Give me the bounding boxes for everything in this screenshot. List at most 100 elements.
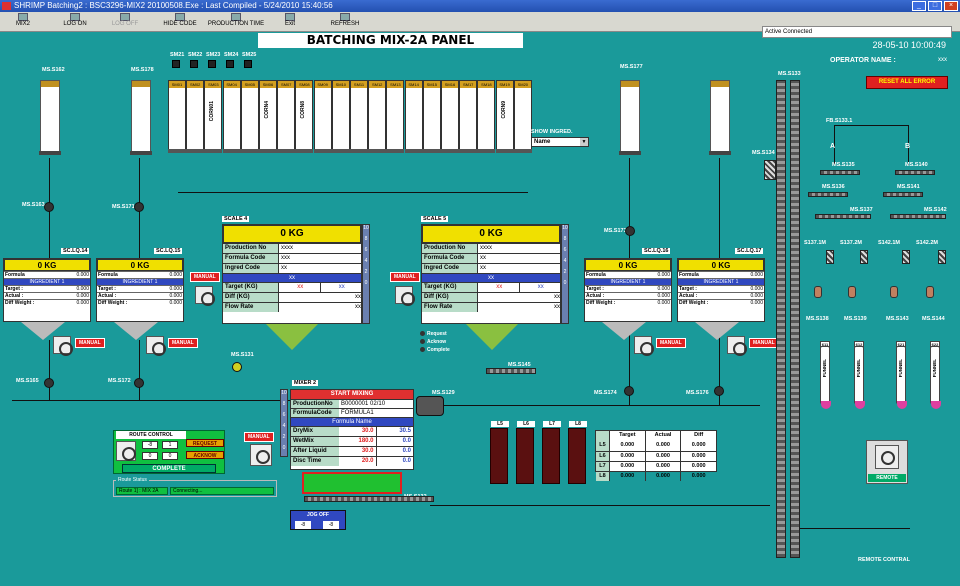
s5m-manual-button[interactable]: MANUAL xyxy=(390,272,420,282)
mixer-hand-switch[interactable] xyxy=(250,444,272,466)
remote-button[interactable]: REMOTE xyxy=(868,474,906,482)
s5m-hand-switch[interactable] xyxy=(395,286,415,306)
bin-content: CORN4 xyxy=(264,101,270,119)
sc17-hand-switch[interactable] xyxy=(727,336,747,356)
feeder-label: SM22 xyxy=(188,52,203,58)
sc17-hopper xyxy=(695,322,739,340)
sc17-manual-button[interactable]: MANUAL xyxy=(749,338,779,348)
mixer-motor-icon xyxy=(416,396,444,416)
gauge-tick: 2 xyxy=(282,434,286,440)
motor-label: S142.1M xyxy=(878,240,901,246)
route-field[interactable]: 1 xyxy=(162,441,178,449)
jog-off-button[interactable]: JOG OFF xyxy=(291,511,345,520)
refresh-icon xyxy=(340,13,350,21)
page-title: BATCHING MIX-2A PANEL xyxy=(258,33,523,48)
request-indicator-icon xyxy=(420,331,425,337)
show-ingred-select[interactable]: Name▼ xyxy=(531,137,589,147)
sc15-manual-button[interactable]: MANUAL xyxy=(168,338,198,348)
valve-icon[interactable] xyxy=(625,226,635,236)
sc16-hand-switch[interactable] xyxy=(634,336,654,356)
gauge-tick: 6 xyxy=(563,247,567,253)
complete-indicator-icon xyxy=(420,347,425,353)
toolbar-refresh-button[interactable]: REFRESH xyxy=(325,13,365,31)
valve-icon[interactable] xyxy=(44,202,54,212)
sc15-hand-switch[interactable] xyxy=(146,336,166,356)
start-mixing-status: START MIXING xyxy=(291,390,413,399)
sc16-hopper xyxy=(602,322,646,340)
s4m-hand-switch[interactable] xyxy=(195,286,215,306)
maximize-icon[interactable]: □ xyxy=(928,1,942,11)
bin-content: CORN01 xyxy=(209,101,216,122)
label-s138: MS.S138 xyxy=(806,316,829,322)
drum-icon xyxy=(848,286,856,298)
bin-gate xyxy=(459,149,478,153)
valve-icon[interactable] xyxy=(134,378,144,388)
toolbar-productiontime-button[interactable]: PRODUCTION TIME xyxy=(205,13,267,31)
minimize-icon[interactable]: _ xyxy=(912,1,926,11)
close-icon[interactable]: × xyxy=(944,1,958,11)
toolbar-exit-button[interactable]: Exit xyxy=(276,13,304,31)
reset-all-error-button[interactable]: RESET ALL ERROR xyxy=(866,76,948,89)
feeder-icon[interactable] xyxy=(208,60,216,68)
clock-icon xyxy=(231,13,241,21)
label-s135: MS.S135 xyxy=(832,162,855,168)
feeder-icon[interactable] xyxy=(172,60,180,68)
request-button[interactable]: REQUEST xyxy=(186,439,224,447)
gauge-tick: 0 xyxy=(364,280,368,286)
sc14-hand-switch[interactable] xyxy=(53,336,73,356)
scale4-row: Diff (KG)xx xyxy=(223,292,361,302)
ingredient-bin: SM01 xyxy=(168,80,186,153)
valve-icon[interactable] xyxy=(134,202,144,212)
screw-feeder-icon xyxy=(902,250,910,264)
jog-field[interactable]: -8 xyxy=(323,521,339,529)
feeder-icon[interactable] xyxy=(190,60,198,68)
s4m-manual-button[interactable]: MANUAL xyxy=(190,272,220,282)
toolbar-logon-button[interactable]: LOG ON xyxy=(58,13,92,31)
feeder-icon[interactable] xyxy=(244,60,252,68)
screw-feeder-icon xyxy=(826,250,834,264)
sc14-manual-button[interactable]: MANUAL xyxy=(75,338,105,348)
sc16-row: Target :0.000 xyxy=(585,285,671,292)
bin-gate xyxy=(513,149,532,153)
window-title: SHRIMP Batching2 : BSC3296-MIX2 20100508… xyxy=(14,1,333,10)
toolbar-hidecode-button[interactable]: HIDE CODE xyxy=(160,13,200,31)
ingredient-bin: SM17 xyxy=(459,80,478,153)
sc15-hopper xyxy=(114,322,158,340)
gauge-tick: 0 xyxy=(282,445,286,451)
gauge-tick: 8 xyxy=(563,236,567,242)
jog-field[interactable]: -8 xyxy=(295,521,311,529)
bin-label: SM09 xyxy=(314,81,331,88)
feeder-icon[interactable] xyxy=(226,60,234,68)
route-status-connecting: Connecting... xyxy=(170,487,274,495)
route-hand-switch[interactable] xyxy=(116,441,136,461)
sc14-label: SC.LQ.14 xyxy=(61,248,90,254)
toolbar-logoff-button[interactable]: LOG OFF xyxy=(108,13,142,31)
label-s142: MS.S142 xyxy=(924,207,947,213)
mixer-manual-button[interactable]: MANUAL xyxy=(244,432,274,442)
remote-contral-label: REMOTE CONTRAL xyxy=(858,557,910,563)
route-field[interactable]: 0 xyxy=(162,452,178,460)
route-field[interactable]: 0 xyxy=(142,452,158,460)
valve-icon[interactable] xyxy=(44,378,54,388)
label-s137: MS.S137 xyxy=(850,207,873,213)
liquid-tank-l8: L8 xyxy=(568,421,587,484)
valve-icon[interactable] xyxy=(232,362,242,372)
valve-icon[interactable] xyxy=(714,386,724,396)
toolbar-mix2-button[interactable]: MIX2 xyxy=(8,13,38,31)
bin-label: SM18 xyxy=(478,81,495,88)
bin-gate xyxy=(368,149,387,153)
sc16-manual-button[interactable]: MANUAL xyxy=(656,338,686,348)
route-field[interactable]: -8 xyxy=(142,441,158,449)
complete-button[interactable]: COMPLETE xyxy=(122,464,216,473)
sc17-row: Actual :0.000 xyxy=(678,292,764,299)
ingredient-bin: SM10 xyxy=(331,80,350,153)
silo-base xyxy=(39,151,61,155)
remote-switch[interactable] xyxy=(875,445,899,469)
acknow-button[interactable]: ACKNOW xyxy=(186,451,224,459)
valve-icon[interactable] xyxy=(624,386,634,396)
